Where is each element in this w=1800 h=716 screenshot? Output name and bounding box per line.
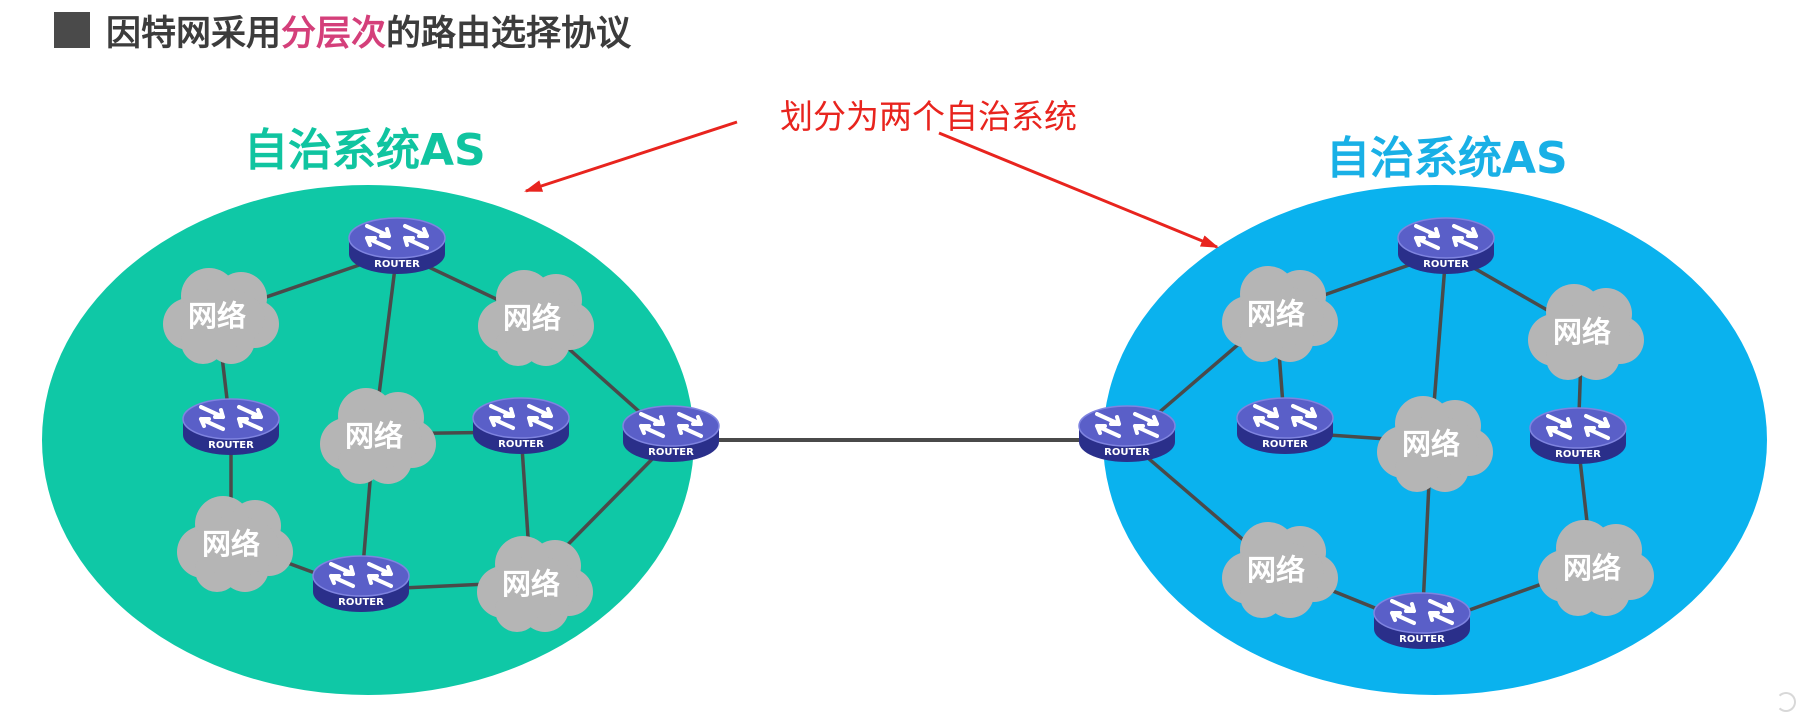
as-left-label: 自治系统AS — [244, 125, 486, 176]
network-label: 网络 — [503, 301, 561, 335]
network-clouds: 网络网络网络网络网络网络网络网络网络网络 — [163, 266, 1654, 632]
router-top-icon — [1078, 405, 1176, 447]
routers: ROUTER ROUTER ROUTER ROUTER ROUTER ROUTER ROUT… — [182, 217, 1627, 649]
router-label: ROUTER — [338, 597, 384, 608]
router-top-icon — [1529, 407, 1627, 449]
router-top-icon — [1397, 217, 1495, 259]
network-label: 网络 — [345, 419, 403, 453]
router-top-icon — [1236, 397, 1334, 439]
router-label: ROUTER — [1104, 447, 1150, 458]
network-cloud: 网络 — [320, 388, 436, 484]
router-top-icon — [182, 398, 280, 440]
router-arrows-icon — [1095, 412, 1159, 438]
router-label: ROUTER — [648, 447, 694, 458]
router: ROUTER — [348, 217, 446, 274]
router-arrows-icon — [1546, 414, 1610, 440]
router-label: ROUTER — [208, 440, 254, 451]
annotation-arrow-left — [524, 120, 738, 193]
router: ROUTER — [622, 405, 720, 462]
title-bullet-square — [54, 12, 90, 48]
network-cloud: 网络 — [177, 496, 293, 592]
network-label: 网络 — [1553, 315, 1611, 349]
router-arrows-icon — [639, 412, 703, 438]
router-label: ROUTER — [498, 439, 544, 450]
router-top-icon — [622, 405, 720, 447]
router-label: ROUTER — [1555, 449, 1601, 460]
network-label: 网络 — [1247, 553, 1305, 587]
network-label: 网络 — [1247, 297, 1305, 331]
router: ROUTER — [182, 398, 280, 455]
router-arrows-icon — [1253, 404, 1317, 430]
router: ROUTER — [1236, 397, 1334, 454]
router-arrows-icon — [1414, 224, 1478, 250]
router-arrows-icon — [489, 404, 553, 430]
network-label: 网络 — [188, 299, 246, 333]
router: ROUTER — [1078, 405, 1176, 462]
network-cloud: 网络 — [1377, 396, 1493, 492]
router-top-icon — [1373, 592, 1471, 634]
router-arrows-icon — [329, 562, 393, 588]
network-label: 网络 — [502, 567, 560, 601]
router: ROUTER — [312, 555, 410, 612]
page-title: 因特网采用分层次的路由选择协议 — [54, 6, 631, 54]
network-cloud: 网络 — [478, 270, 594, 366]
router: ROUTER — [1397, 217, 1495, 274]
network-cloud: 网络 — [1538, 520, 1654, 616]
network-cloud: 网络 — [1222, 522, 1338, 618]
network-label: 网络 — [1563, 551, 1621, 585]
router: ROUTER — [1373, 592, 1471, 649]
annotation-text: 划分为两个自治系统 — [780, 97, 1077, 136]
router: ROUTER — [1529, 407, 1627, 464]
router-top-icon — [348, 217, 446, 259]
network-cloud: 网络 — [163, 268, 279, 364]
router-label: ROUTER — [1262, 439, 1308, 450]
title-highlight: 分层次 — [281, 13, 387, 54]
corner-loading-icon — [1776, 692, 1796, 712]
network-cloud: 网络 — [1528, 284, 1644, 380]
router-arrows-icon — [1390, 599, 1454, 625]
network-label: 网络 — [202, 527, 260, 561]
router-label: ROUTER — [1399, 634, 1445, 645]
title-part-1: 因特网采用 — [106, 13, 282, 54]
title-text: 因特网采用分层次的路由选择协议 — [106, 5, 631, 56]
router-label: ROUTER — [1423, 259, 1469, 270]
network-cloud: 网络 — [1222, 266, 1338, 362]
router: ROUTER — [472, 397, 570, 454]
router-arrows-icon — [199, 405, 263, 431]
router-arrows-icon — [365, 224, 429, 250]
title-part-2: 的路由选择协议 — [386, 13, 632, 54]
router-top-icon — [312, 555, 410, 597]
as-right-label: 自治系统AS — [1326, 133, 1568, 184]
annotation-arrow-right — [938, 131, 1219, 249]
network-label: 网络 — [1402, 427, 1460, 461]
network-cloud: 网络 — [477, 536, 593, 632]
router-label: ROUTER — [374, 259, 420, 270]
router-top-icon — [472, 397, 570, 439]
